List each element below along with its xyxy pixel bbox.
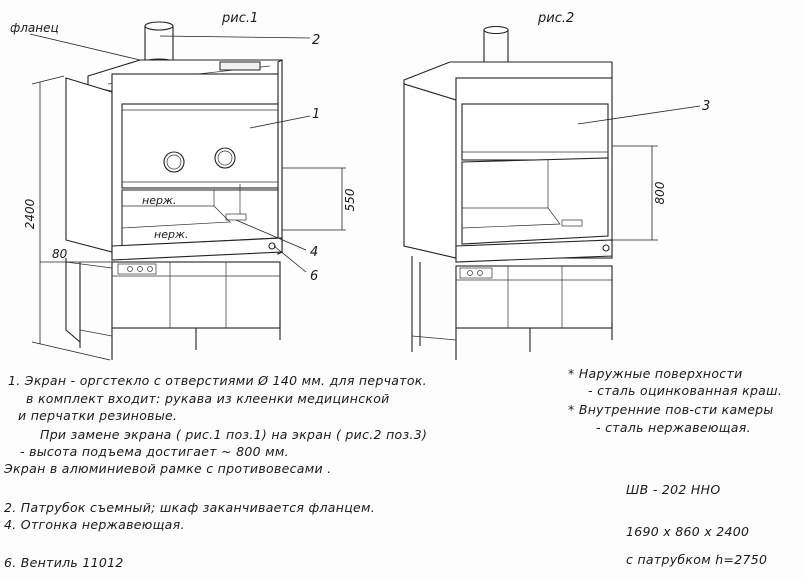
- height-with-pipe: с патрубком h=2750: [626, 552, 768, 567]
- worktop-fig2: [455, 239, 613, 263]
- callout-4: 4: [310, 245, 318, 260]
- dimension-800: 800: [653, 181, 667, 204]
- base-cabinet-fig2: [455, 265, 613, 329]
- note-1-line-5: - высота подъема достигает ~ 800 мм.: [20, 444, 289, 459]
- model-designation: ШВ - 202 ННО: [626, 482, 721, 497]
- dimension-lines-fig1: [29, 33, 346, 361]
- valve-icon-fig2: [602, 244, 610, 252]
- dimension-550: 550: [343, 188, 357, 211]
- note-1-line-2: в комплект входит: рукава из клеенки мед…: [26, 391, 390, 406]
- figure-2-fume-hood: [403, 25, 613, 360]
- base-cabinet-fig1: [111, 261, 281, 329]
- sash-screen-fig2: [461, 103, 609, 161]
- control-panel-fig2: [459, 267, 493, 279]
- valve-icon-fig1: [268, 242, 276, 250]
- left-side-panel-fig1: [65, 77, 113, 253]
- note-1-line-4: При замене экрана ( рис.1 поз.1) на экра…: [40, 427, 428, 442]
- overall-dimensions: 1690 х 860 х 2400: [626, 524, 750, 539]
- figure-1-fume-hood: [65, 21, 283, 360]
- sink-fig2: [561, 219, 583, 227]
- figure-1-label: рис.1: [221, 11, 258, 26]
- note-1-line-6: Экран в алюминиевой рамке с противовесам…: [4, 461, 332, 476]
- callout-6: 6: [310, 269, 318, 284]
- callout-3: 3: [702, 99, 710, 114]
- dimension-lines-fig2: [577, 105, 701, 241]
- callout-2: 2: [312, 33, 320, 48]
- note-1-line-3: и перчатки резиновые.: [18, 408, 178, 423]
- dimension-80: 80: [52, 247, 68, 261]
- top-vent-fig1: [219, 61, 261, 71]
- work-chamber-fig2: [461, 157, 609, 245]
- note-4: 4. Отгонка нержавеющая.: [4, 517, 185, 532]
- stainless-label-upper: нерж.: [142, 194, 176, 207]
- stainless-label-lower: нерж.: [154, 228, 188, 241]
- right-note-1-line-2: - сталь оцинкованная краш.: [588, 383, 783, 398]
- note-2: 2. Патрубок съемный; шкаф заканчивается …: [4, 500, 376, 515]
- dimension-2400: 2400: [23, 198, 37, 229]
- glove-ports: [163, 147, 236, 173]
- right-note-1-line-1: * Наружные поверхности: [568, 366, 743, 381]
- note-6: 6. Вентиль 11012: [4, 555, 124, 570]
- right-note-2-line-2: - сталь нержавеющая.: [596, 420, 751, 435]
- flange-callout: фланец: [10, 21, 59, 35]
- note-1-line-1: 1. Экран - оргстекло с отверстиями Ø 140…: [8, 373, 427, 388]
- right-note-2-line-1: * Внутренние пов-сти камеры: [568, 402, 774, 417]
- control-panel-fig1: [117, 263, 157, 275]
- left-side-panel-fig2: [403, 83, 457, 259]
- sash-screen-fig1: [121, 103, 279, 189]
- right-side-fig1: [277, 59, 283, 255]
- callout-1: 1: [312, 107, 320, 122]
- figure-2-label: рис.2: [537, 11, 574, 26]
